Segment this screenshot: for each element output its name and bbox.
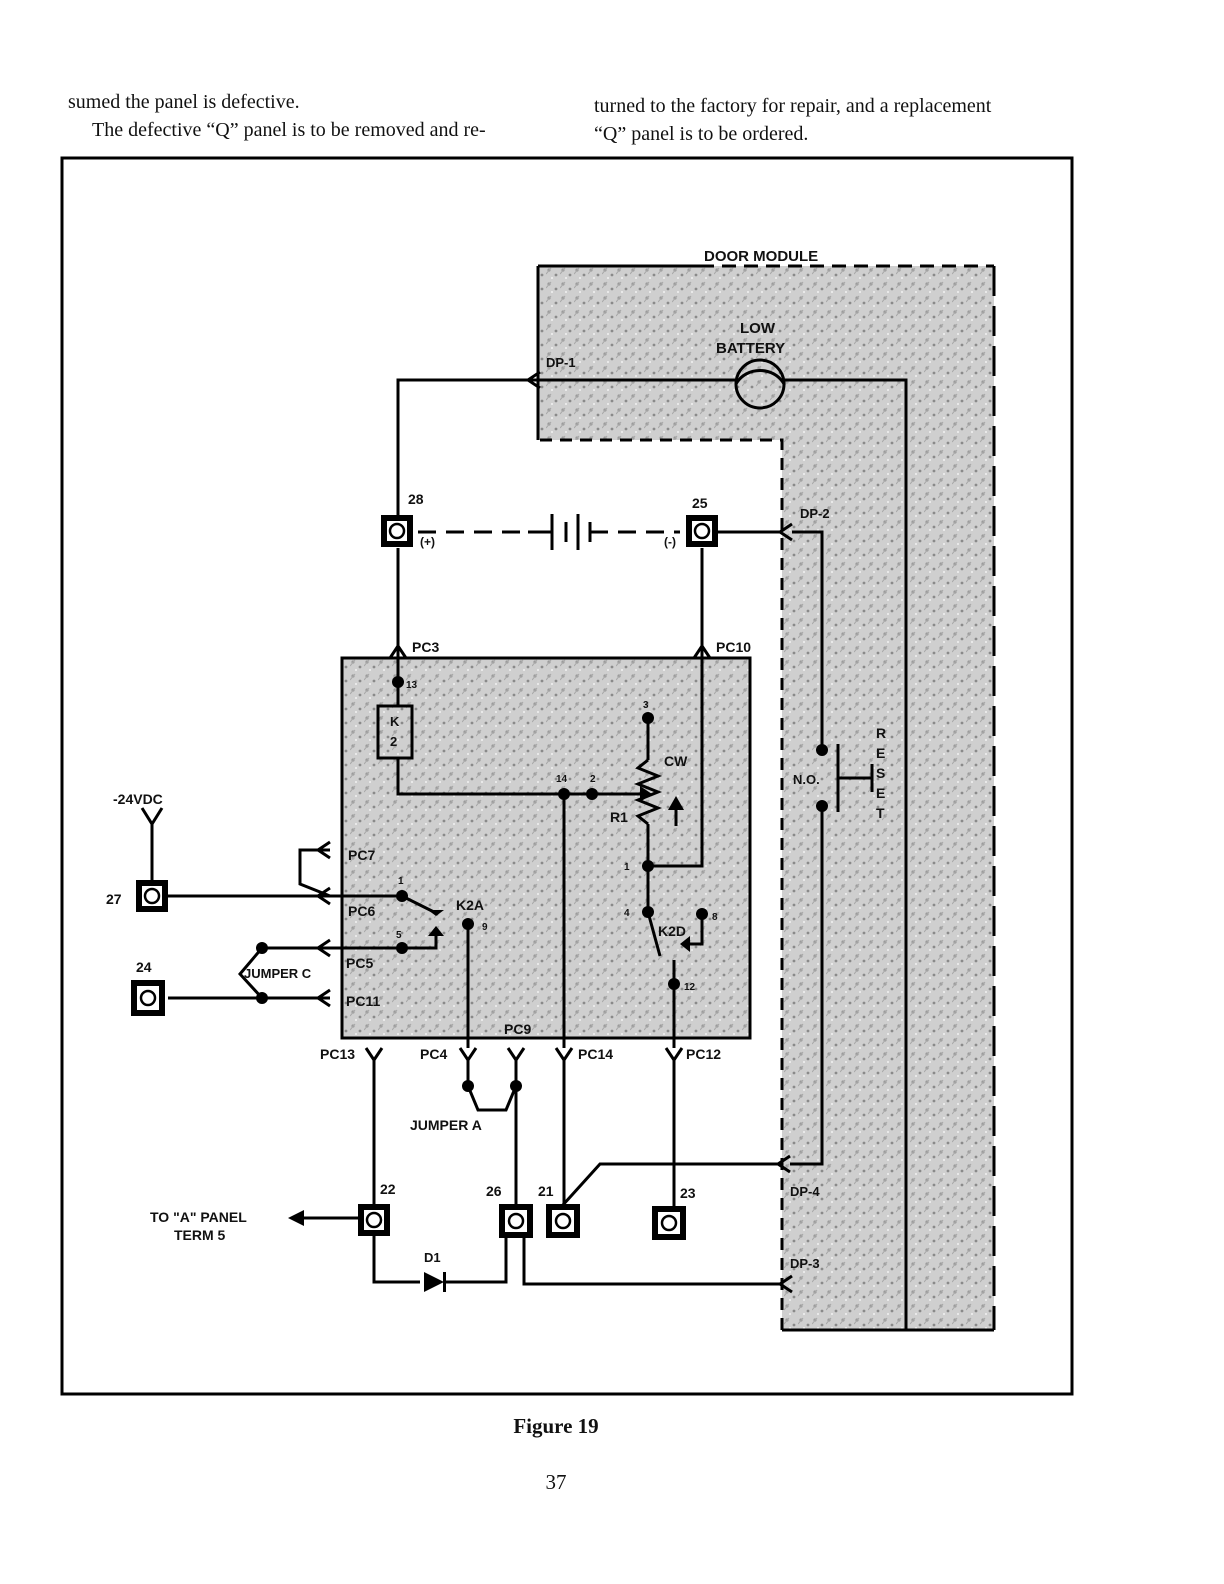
paragraph-continuation: sumed the panel is defective. <box>68 91 300 113</box>
door-module-label: DOOR MODULE <box>704 248 818 265</box>
relay-label-2: 2 <box>390 734 397 749</box>
low-battery-label: LOW <box>740 320 776 337</box>
terminal-label-24: 24 <box>136 959 152 975</box>
text-column-right: turned to the factory for repair, and a … <box>594 92 1084 148</box>
reset-letter: S <box>876 765 885 781</box>
resistor-r1: R1 <box>610 809 628 825</box>
jumper-a-label: JUMPER A <box>410 1117 482 1133</box>
arrowheads <box>288 786 690 1292</box>
terminal-label-23: 23 <box>680 1185 696 1201</box>
terminal-21 <box>546 1204 580 1238</box>
contact-k2a: K2A <box>456 897 484 913</box>
terminal-label-26: 26 <box>486 1183 502 1199</box>
diode-label: D1 <box>424 1250 441 1265</box>
connector-pc3: PC3 <box>412 639 439 655</box>
reset-letter: T <box>876 805 885 821</box>
connector-pc7: PC7 <box>348 847 375 863</box>
pin-2: 2 <box>590 774 596 785</box>
terminal-24 <box>131 980 165 1016</box>
connector-pc10: PC10 <box>716 639 751 655</box>
terminal-26 <box>499 1204 533 1238</box>
pin-12: 12 <box>684 982 696 993</box>
figure-frame <box>60 156 1074 1396</box>
paragraph-replacement: “Q” panel is to be ordered. <box>594 123 809 145</box>
reset-letter: E <box>876 745 885 761</box>
pin-8: 8 <box>712 912 718 923</box>
terminal-label-22: 22 <box>380 1181 396 1197</box>
connector-chevrons <box>140 370 793 1294</box>
terminals <box>131 515 718 1240</box>
pin-5: 5 <box>396 930 402 941</box>
terminal-22 <box>358 1204 390 1236</box>
cw-label: CW <box>664 753 688 769</box>
figure-caption: Figure 19 <box>513 1414 599 1438</box>
reset-letter: E <box>876 785 885 801</box>
terminal-label-28: 28 <box>408 491 424 507</box>
diode-icon <box>424 1272 444 1292</box>
terminal-27 <box>136 880 168 912</box>
connector-pc6: PC6 <box>348 903 375 919</box>
connector-pc9: PC9 <box>504 1021 531 1037</box>
paragraph-return-factory: turned to the factory for repair, and a … <box>594 95 992 117</box>
normally-open-label: N.O. <box>793 772 820 787</box>
connector-pc14: PC14 <box>578 1046 613 1062</box>
reset-letter: R <box>876 725 886 741</box>
terminal-25 <box>686 515 718 547</box>
pin-1-r1: 1 <box>624 862 630 873</box>
connector-dp2: DP-2 <box>800 506 830 521</box>
arrow-left-icon <box>288 1210 304 1226</box>
relay-coil <box>376 704 414 760</box>
connector-pc4: PC4 <box>420 1046 447 1062</box>
polarity-minus: (-) <box>664 535 676 549</box>
supply-label: -24VDC <box>113 791 163 807</box>
pin-4: 4 <box>624 908 630 919</box>
pin-9: 9 <box>482 922 488 933</box>
to-panel-term: TERM 5 <box>174 1227 226 1243</box>
relay-label-k: K <box>390 714 400 729</box>
pin-3: 3 <box>643 700 649 711</box>
connector-pc5: PC5 <box>346 955 373 971</box>
connector-pc13: PC13 <box>320 1046 355 1062</box>
to-panel-label: TO "A" PANEL <box>150 1209 247 1225</box>
terminal-label-25: 25 <box>692 495 708 511</box>
connector-pc12: PC12 <box>686 1046 721 1062</box>
junction-dots <box>256 676 828 1092</box>
reset-switch-icon <box>836 744 874 812</box>
connector-dp4: DP-4 <box>790 1184 820 1199</box>
lamp-icon <box>734 358 786 410</box>
text-column-left: sumed the panel is defective. The defect… <box>68 88 568 144</box>
pin-13: 13 <box>406 680 418 691</box>
pin-1: 1 <box>398 876 404 887</box>
page-number: 37 <box>545 1470 567 1494</box>
battery-symbol <box>418 514 680 550</box>
cw-arrow-icon <box>668 796 684 810</box>
polarity-plus: (+) <box>420 535 435 549</box>
jumper-c-label: JUMPER C <box>244 966 312 981</box>
q-panel-region <box>340 656 752 1040</box>
connector-dp3: DP-3 <box>790 1256 820 1271</box>
terminal-23 <box>652 1206 686 1240</box>
pin-14: 14 <box>556 774 568 785</box>
connector-dp1: DP-1 <box>546 355 576 370</box>
terminal-label-21: 21 <box>538 1183 554 1199</box>
door-module-region <box>538 266 994 1330</box>
terminal-28 <box>381 515 413 547</box>
connector-pc11: PC11 <box>346 993 380 1009</box>
low-battery-label-2: BATTERY <box>716 340 785 357</box>
paragraph-defective-panel: The defective “Q” panel is to be removed… <box>92 119 486 141</box>
contact-k2d: K2D <box>658 923 686 939</box>
terminal-label-27: 27 <box>106 891 122 907</box>
